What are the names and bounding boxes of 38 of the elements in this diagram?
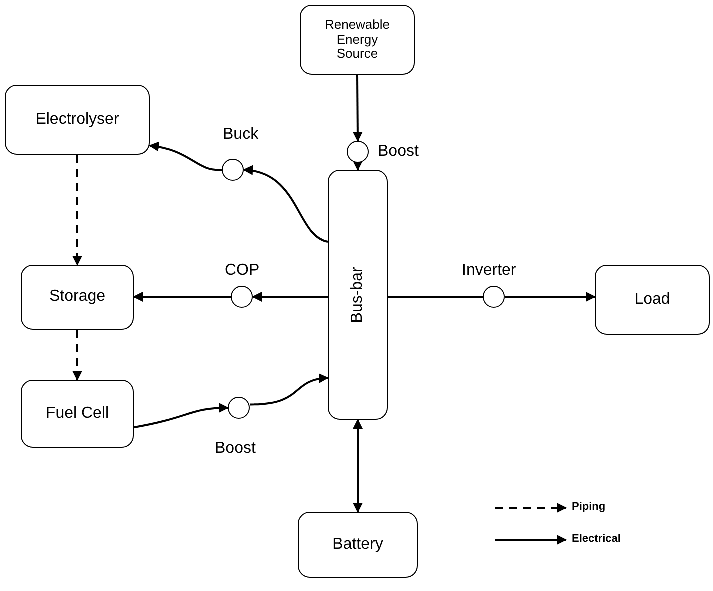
converter-circle: [231, 286, 253, 308]
connector-arrow: [134, 403, 229, 429]
converter-label: Inverter: [462, 262, 516, 280]
connector-arrow: [72, 155, 82, 266]
node-label: Fuel Cell: [46, 404, 110, 424]
connector-arrow: [252, 292, 328, 302]
connector-arrow: [353, 161, 363, 171]
converter-label: Boost: [378, 143, 419, 161]
converter-label: Boost: [215, 440, 256, 458]
process-box: [300, 5, 415, 75]
node-label: Renewable Energy Source: [324, 18, 392, 62]
converter-circle: [228, 397, 250, 419]
bus-bar-box: [328, 170, 388, 420]
connector-arrow: [505, 292, 596, 302]
process-box: [5, 85, 150, 155]
converter-circle: [347, 141, 369, 163]
legend-label: Piping: [572, 501, 606, 513]
process-box: [298, 512, 418, 578]
converter-label: COP: [225, 262, 260, 280]
process-box: [21, 380, 134, 448]
converter-label: Buck: [223, 126, 259, 144]
connector-arrow: [72, 330, 82, 381]
converter-circle: [222, 159, 244, 181]
node-label: Battery: [332, 536, 384, 554]
connector-arrow: [352, 75, 363, 142]
legend-label: Electrical: [572, 533, 621, 545]
node-label: Storage: [49, 288, 106, 307]
connector-arrow: [250, 374, 329, 406]
connector-arrow: [243, 166, 328, 243]
connector-arrow: [353, 419, 363, 513]
node-label: Bus-bar: [348, 266, 367, 323]
process-box: [21, 265, 134, 330]
connector-arrow: [133, 292, 231, 302]
converter-circle: [483, 286, 505, 308]
process-box: [595, 265, 710, 335]
node-label: Electrolyser: [36, 110, 120, 130]
node-label: Load: [634, 290, 670, 310]
connector-arrow: [149, 142, 222, 172]
